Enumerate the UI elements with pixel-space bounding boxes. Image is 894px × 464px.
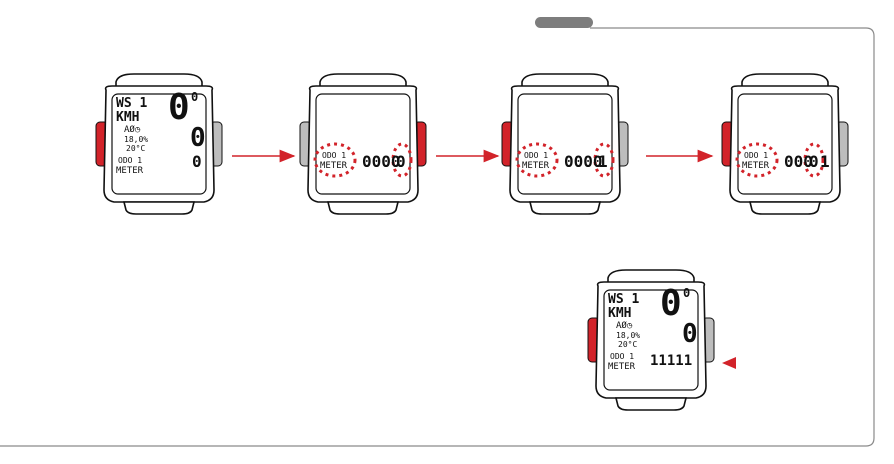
meter-label: METER xyxy=(608,362,636,372)
meter-label: METER xyxy=(522,161,550,171)
temperature-readout: 20°C xyxy=(618,340,637,349)
big-digit-mid: 0 xyxy=(682,319,698,349)
active-digit: 0 xyxy=(809,152,819,171)
meter-label: METER xyxy=(116,166,144,176)
result-pointer xyxy=(722,357,736,369)
kmh-label: KMH xyxy=(608,306,631,321)
section-tab xyxy=(535,17,593,28)
ws-label: WS 1 xyxy=(116,96,147,111)
odo-digits: 11111 xyxy=(650,353,692,369)
active-digit: 0 xyxy=(396,152,406,171)
big-digit-top-sup: 0 xyxy=(683,286,690,300)
ws-label: WS 1 xyxy=(608,292,639,307)
temperature-readout: 20°C xyxy=(126,144,145,153)
percent-readout: 18,0% xyxy=(616,331,640,340)
blink-marker-label xyxy=(735,142,779,178)
active-digit: 1 xyxy=(598,152,608,171)
odo-label: ODO 1 xyxy=(524,151,548,160)
status-icons: AØ◷ xyxy=(616,320,633,331)
device-step-1: ODO 1 METER 0000 0 xyxy=(299,73,427,215)
device-step-3: ODO 1 METER 000 0 1 xyxy=(721,73,849,215)
meter-label: METER xyxy=(320,161,348,171)
odo-label: ODO 1 xyxy=(118,156,142,165)
percent-readout: 18,0% xyxy=(124,135,148,144)
odo-digits: 0000 xyxy=(362,152,401,171)
odo-label: ODO 1 xyxy=(744,151,768,160)
odo-digits: 000 xyxy=(784,152,813,171)
blink-marker-digit xyxy=(803,142,825,178)
blink-marker-label xyxy=(515,142,559,178)
big-digit-mid: 0 xyxy=(190,123,206,153)
last-digit: 1 xyxy=(820,152,830,171)
odo-label: ODO 1 xyxy=(610,352,634,361)
device-start: WS 1 KMH AØ◷ 18,0% 20°C ODO 1 METER 0 0 … xyxy=(95,73,223,215)
big-digit-top-sup: 0 xyxy=(191,90,198,104)
blink-marker-digit xyxy=(593,142,615,178)
odo-digits: 0000 xyxy=(564,152,603,171)
big-digit-top: 0 xyxy=(660,283,682,324)
meter-label: METER xyxy=(742,161,770,171)
kmh-label: KMH xyxy=(116,110,139,125)
odo-label: ODO 1 xyxy=(322,151,346,160)
device-step-2: ODO 1 METER 0000 1 xyxy=(501,73,629,215)
blink-marker-label xyxy=(313,142,357,178)
blink-marker-digit xyxy=(391,142,413,178)
device-result: WS 1 KMH AØ◷ 18,0% 20°C ODO 1 METER 0 0 … xyxy=(587,269,715,411)
big-digit-top: 0 xyxy=(168,87,190,128)
diagram-frame xyxy=(0,27,875,447)
status-icons: AØ◷ xyxy=(124,124,141,135)
big-digit-low: 0 xyxy=(192,152,202,171)
